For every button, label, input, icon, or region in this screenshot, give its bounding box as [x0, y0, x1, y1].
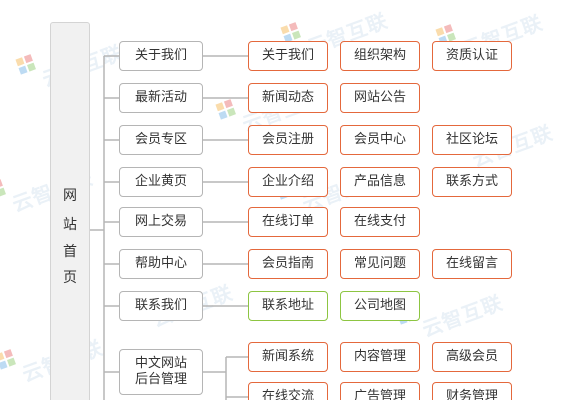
category-label: 联系我们: [134, 298, 187, 313]
item-node: 内容管理: [340, 342, 420, 372]
item-node: 财务管理: [432, 382, 512, 400]
category-node: 中文网站 后台管理: [119, 349, 203, 395]
item-node: 产品信息: [340, 167, 420, 197]
item-node: 广告管理: [340, 382, 420, 400]
item-node: 联系方式: [432, 167, 512, 197]
item-node: 会员指南: [248, 249, 328, 279]
category-label: 中文网站 后台管理: [134, 356, 187, 387]
category-node: 企业黄页: [119, 167, 203, 197]
item-node: 常见问题: [340, 249, 420, 279]
root-node: 网站首页: [50, 22, 90, 400]
root-label-char: 网: [63, 188, 77, 204]
category-node: 关于我们: [119, 41, 203, 71]
root-label-char: 首: [63, 244, 77, 260]
item-node: 会员中心: [340, 125, 420, 155]
category-label: 网上交易: [134, 214, 187, 229]
item-node: 新闻动态: [248, 83, 328, 113]
root-label-char: 页: [63, 270, 77, 286]
item-node: 社区论坛: [432, 125, 512, 155]
item-node: 公司地图: [340, 291, 420, 321]
item-node: 高级会员: [432, 342, 512, 372]
category-node: 联系我们: [119, 291, 203, 321]
category-label: 关于我们: [134, 48, 187, 63]
category-label: 会员专区: [134, 132, 187, 147]
item-node: 会员注册: [248, 125, 328, 155]
category-node: 最新活动: [119, 83, 203, 113]
item-node: 在线支付: [340, 207, 420, 237]
category-label: 企业黄页: [134, 174, 187, 189]
category-node: 帮助中心: [119, 249, 203, 279]
item-node: 联系地址: [248, 291, 328, 321]
category-label: 最新活动: [134, 90, 187, 105]
category-node: 网上交易: [119, 207, 203, 237]
item-node: 网站公告: [340, 83, 420, 113]
category-label: 帮助中心: [134, 256, 187, 271]
category-node: 会员专区: [119, 125, 203, 155]
root-label-char: 站: [63, 217, 77, 233]
item-node: 在线订单: [248, 207, 328, 237]
item-node: 在线留言: [432, 249, 512, 279]
item-node: 关于我们: [248, 41, 328, 71]
item-node: 组织架构: [340, 41, 420, 71]
item-node: 新闻系统: [248, 342, 328, 372]
item-node: 企业介绍: [248, 167, 328, 197]
item-node: 资质认证: [432, 41, 512, 71]
item-node: 在线交流: [248, 382, 328, 400]
